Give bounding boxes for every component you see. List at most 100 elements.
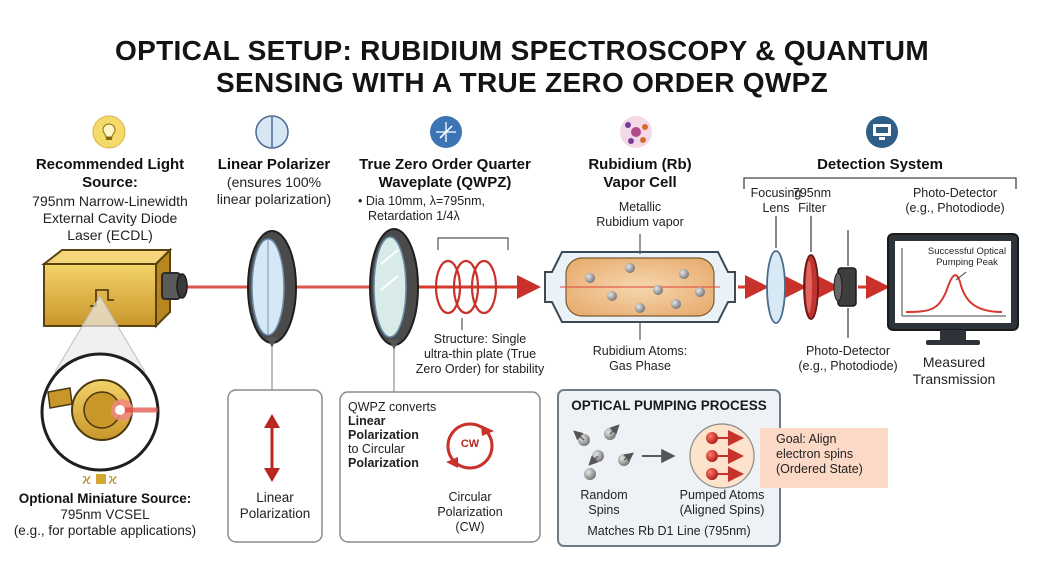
- svg-text:ϰ: ϰ: [82, 472, 91, 488]
- photodetector-top-label: Photo-Detector (e.g., Photodiode): [890, 186, 1020, 216]
- source-heading-line2: Source:: [82, 174, 138, 191]
- lightbulb-icon: [92, 115, 126, 149]
- source-desc-line1: 795nm Narrow-Linewidth: [32, 193, 188, 209]
- detection-bracket: [743, 177, 1017, 338]
- alt-source-heading: Optional Miniature Source:: [18, 491, 192, 506]
- circular-line1: Circular: [448, 490, 492, 504]
- pd-bottom-line2: (e.g., Photodiode): [798, 359, 898, 373]
- structure-line1: Structure: Single: [433, 332, 527, 346]
- monitor-peak-label: Successful Optical Pumping Peak: [920, 246, 1014, 268]
- linear-polarization-box: [227, 389, 323, 543]
- atoms-line2: Gas Phase: [609, 359, 671, 373]
- source-heading: Recommended Light Source:: [10, 156, 210, 192]
- cell-heading: Rubidium (Rb) Vapor Cell: [560, 156, 720, 192]
- metallic-line1: Metallic: [618, 200, 662, 214]
- circular-line2: Polarization: [437, 505, 503, 519]
- polarizer-heading: Linear Polarizer: [217, 156, 331, 173]
- alt-source-description: 795nm VCSEL (e.g., for portable applicat…: [0, 507, 210, 539]
- conversion-line4: to Circular: [348, 442, 405, 456]
- polarizer-desc-line1: (ensures 100%: [226, 174, 322, 190]
- qwpz-spec-line1: • Dia 10mm, λ=795nm,: [358, 194, 485, 208]
- atom-icon: [620, 116, 652, 148]
- filter-label: 795nm Filter: [784, 186, 840, 216]
- random-line2: Spins: [588, 503, 620, 517]
- conversion-line5: Polarization: [348, 456, 419, 470]
- linear-polarization-line2: Polarization: [239, 506, 311, 521]
- polarizer-icon: [255, 115, 289, 149]
- measured-line1: Measured: [922, 354, 986, 370]
- conversion-line2: Linear: [348, 414, 386, 428]
- rubidium-atoms-label: Rubidium Atoms: Gas Phase: [570, 344, 710, 374]
- spiral-bracket: [437, 237, 509, 250]
- atoms-line1: Rubidium Atoms:: [592, 344, 688, 358]
- random-line1: Random: [580, 488, 628, 502]
- vcsel-symbol: ϰ ϰ: [82, 472, 117, 488]
- rb-d1-line-label: Matches Rb D1 Line (795nm): [587, 524, 751, 538]
- monitor-line1: Successful Optical: [927, 246, 1007, 257]
- vcsel-zoom: [40, 295, 160, 472]
- circular-polarization-label: Circular Polarization (CW): [420, 490, 520, 535]
- qwpz-heading-line2: Waveplate (QWPZ): [378, 174, 512, 191]
- transmission-monitor: [887, 233, 1019, 345]
- qwpz-conversion-text: QWPZ converts Linear Polarization to Cir…: [348, 400, 458, 470]
- alt-source-line2: (e.g., for portable applications): [13, 523, 197, 538]
- source-heading-line1: Recommended Light: [35, 156, 185, 173]
- qwpz-structure-note: Structure: Single ultra-thin plate (True…: [408, 332, 552, 377]
- cell-heading-line2: Vapor Cell: [603, 174, 677, 191]
- waveplate-icon: [430, 116, 462, 148]
- pd-top-line1: Photo-Detector: [912, 186, 998, 200]
- photo-detector: [833, 267, 857, 307]
- metallic-vapor-label: Metallic Rubidium vapor: [570, 200, 710, 230]
- goal-line1: Goal: Align: [776, 432, 837, 446]
- lens-line1: Focusing: [750, 186, 802, 200]
- circular-polarization-spiral: [434, 259, 498, 315]
- qwpz-heading-line1: True Zero Order Quarter: [359, 156, 531, 173]
- pumped-line2: (Aligned Spins): [679, 503, 765, 517]
- pumped-atoms: [689, 423, 755, 489]
- linear-polarization-arrow: [264, 414, 280, 482]
- random-spin-atoms: [573, 424, 634, 480]
- focusing-lens-label: Focusing Lens: [740, 186, 812, 216]
- circular-line3: (CW): [455, 520, 485, 534]
- detection-heading: Detection System: [817, 156, 943, 173]
- qwpz-spec: • Dia 10mm, λ=795nm, Retardation 1/4λ: [358, 194, 528, 224]
- alt-source-line1: 795nm VCSEL: [60, 507, 150, 522]
- pumped-atoms-label: Pumped Atoms (Aligned Spins): [664, 488, 780, 518]
- rubidium-vapor-cell: [544, 251, 736, 323]
- cw-label: CW: [460, 438, 480, 450]
- lens-line2: Lens: [762, 201, 790, 215]
- pumped-line1: Pumped Atoms: [679, 488, 765, 502]
- focusing-lens: [766, 250, 786, 324]
- measured-line2: Transmission: [912, 371, 996, 387]
- goal-line3: (Ordered State): [776, 462, 863, 476]
- vapor-atoms: [585, 263, 705, 313]
- laser-body: [41, 247, 188, 329]
- metallic-line2: Rubidium vapor: [596, 215, 684, 229]
- source-desc-line3: Laser (ECDL): [67, 227, 153, 243]
- svg-text:ϰ: ϰ: [108, 472, 117, 488]
- filter-line2: Filter: [798, 201, 826, 215]
- cell-heading-line1: Rubidium (Rb): [588, 156, 692, 173]
- source-description: 795nm Narrow-Linewidth External Cavity D…: [10, 193, 210, 244]
- 795nm-filter: [803, 254, 819, 320]
- polarizer-desc-line2: linear polarization): [216, 191, 332, 207]
- page-title-line1: OPTICAL SETUP: RUBIDIUM SPECTROSCOPY & Q…: [115, 35, 929, 66]
- filter-line1: 795nm: [792, 186, 832, 200]
- source-desc-line2: External Cavity Diode: [42, 210, 178, 226]
- polarizer-description: (ensures 100% linear polarization): [196, 174, 352, 208]
- qwpz-spec-line2: Retardation 1/4λ: [368, 209, 460, 223]
- measured-transmission-label: Measured Transmission: [896, 354, 1012, 388]
- cw-circle-icon: [446, 422, 494, 470]
- conversion-line1: QWPZ converts: [348, 400, 437, 414]
- pumping-heading: OPTICAL PUMPING PROCESS: [571, 398, 767, 413]
- goal-highlight: [760, 428, 888, 488]
- linear-polarization-line1: Linear: [256, 490, 294, 505]
- linear-polarizer-optic: [247, 230, 297, 344]
- qwpz-optic: [369, 228, 419, 346]
- pd-bottom-line1: Photo-Detector: [805, 344, 891, 358]
- monitor-icon: [866, 116, 898, 148]
- conversion-line3: Polarization: [348, 428, 419, 442]
- monitor-line2: Pumping Peak: [936, 257, 998, 268]
- random-spins-label: Random Spins: [566, 488, 642, 518]
